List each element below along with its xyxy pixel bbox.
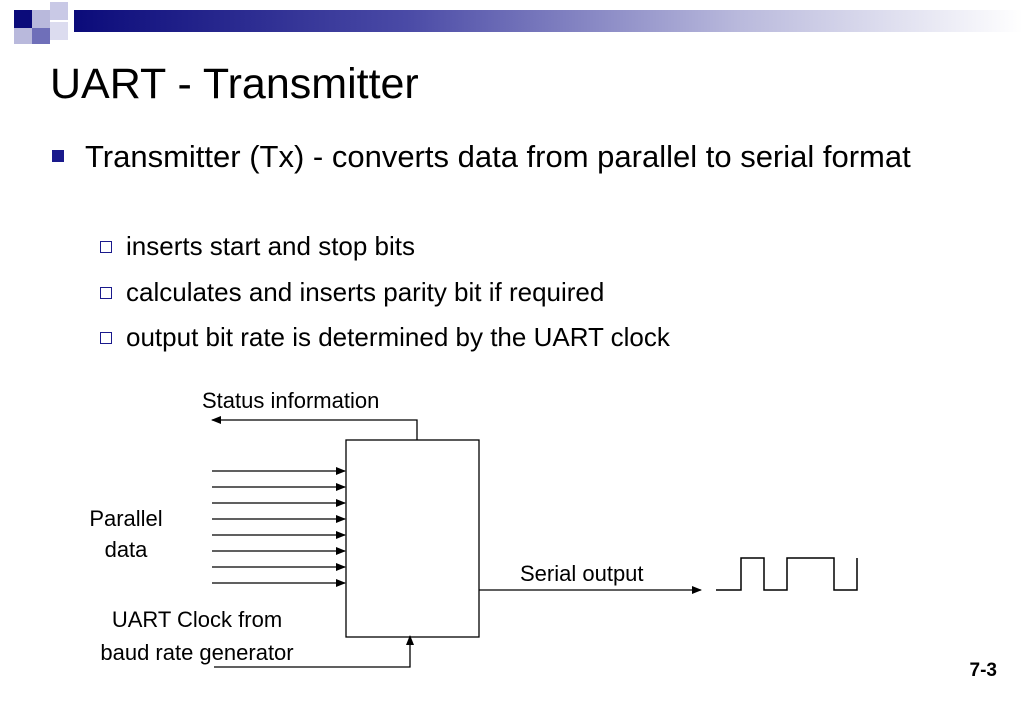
logo-square-mid bbox=[32, 28, 50, 44]
logo-square-light bbox=[50, 2, 68, 20]
logo-square-dark bbox=[14, 10, 32, 28]
status-arrow bbox=[211, 416, 418, 440]
page-number: 7-3 bbox=[969, 660, 997, 681]
serial-output-label: Serial output bbox=[520, 561, 644, 586]
parallel-data-label-line1: Parallel bbox=[89, 506, 163, 531]
hollow-square-bullet-icon bbox=[100, 287, 112, 299]
clock-label-line2: baud rate generator bbox=[100, 640, 294, 665]
clock-label-line1: UART Clock from bbox=[111, 607, 283, 632]
sub-bullet-text: calculates and inserts parity bit if req… bbox=[126, 277, 605, 307]
status-information-label: Status information bbox=[202, 388, 380, 413]
clock-input-arrow bbox=[214, 635, 414, 668]
uart-block bbox=[345, 439, 480, 638]
bullet-square-icon bbox=[52, 150, 64, 162]
logo-square-light bbox=[50, 22, 68, 40]
sub-bullet-text: output bit rate is determined by the UAR… bbox=[126, 322, 670, 352]
main-bullet-text: Transmitter (Tx) - converts data from pa… bbox=[85, 139, 911, 174]
slide-title: UART - Transmitter bbox=[50, 60, 419, 108]
hollow-square-bullet-icon bbox=[100, 332, 112, 344]
parallel-data-label-line2: data bbox=[104, 537, 148, 562]
sub-bullet-text: inserts start and stop bits bbox=[126, 231, 416, 261]
header-decoration bbox=[0, 0, 1023, 44]
hollow-square-bullet-icon bbox=[100, 241, 112, 253]
logo-square-light bbox=[32, 10, 50, 28]
logo-square-mid bbox=[14, 28, 32, 44]
header-gradient-bar bbox=[74, 10, 1023, 32]
serial-waveform bbox=[716, 557, 858, 591]
parallel-input-lines bbox=[212, 467, 346, 587]
